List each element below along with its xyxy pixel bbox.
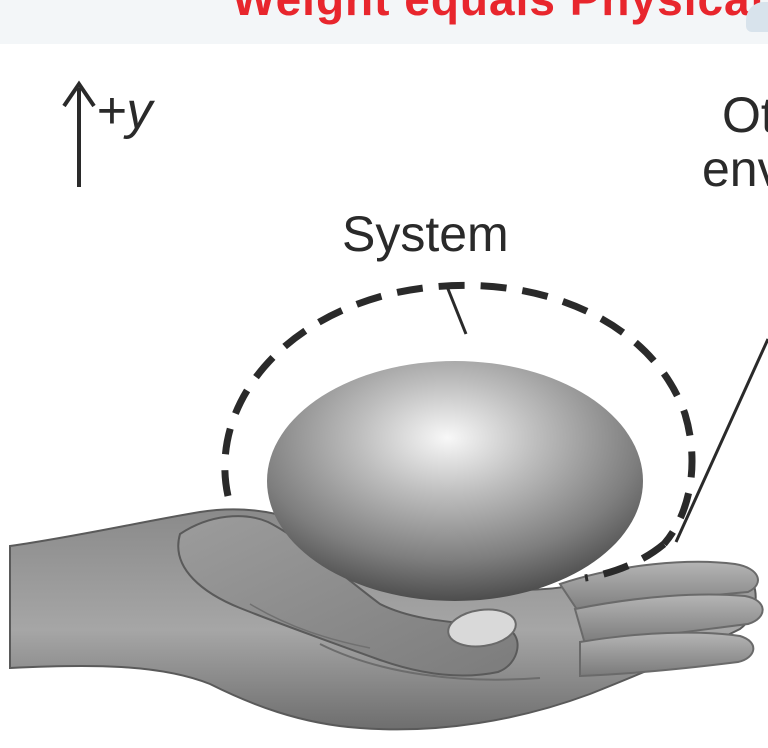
physics-diagram: +y System Other objects environment <box>0 44 768 748</box>
axis-label: +y <box>96 81 152 141</box>
environment-label-line1: Other objects <box>722 90 768 140</box>
diagram-canvas <box>0 44 768 748</box>
environment-pointer-line <box>676 339 768 542</box>
top-header-strip: Weight equals Physical <box>0 0 768 44</box>
system-pointer-line <box>446 284 466 334</box>
environment-label: Other objects environment <box>700 86 768 206</box>
system-label: System <box>342 205 509 263</box>
page-title: Weight equals Physical <box>232 0 764 26</box>
environment-label-line2: environment <box>702 144 768 194</box>
up-arrow-icon <box>64 84 94 187</box>
sphere-icon <box>267 361 643 601</box>
